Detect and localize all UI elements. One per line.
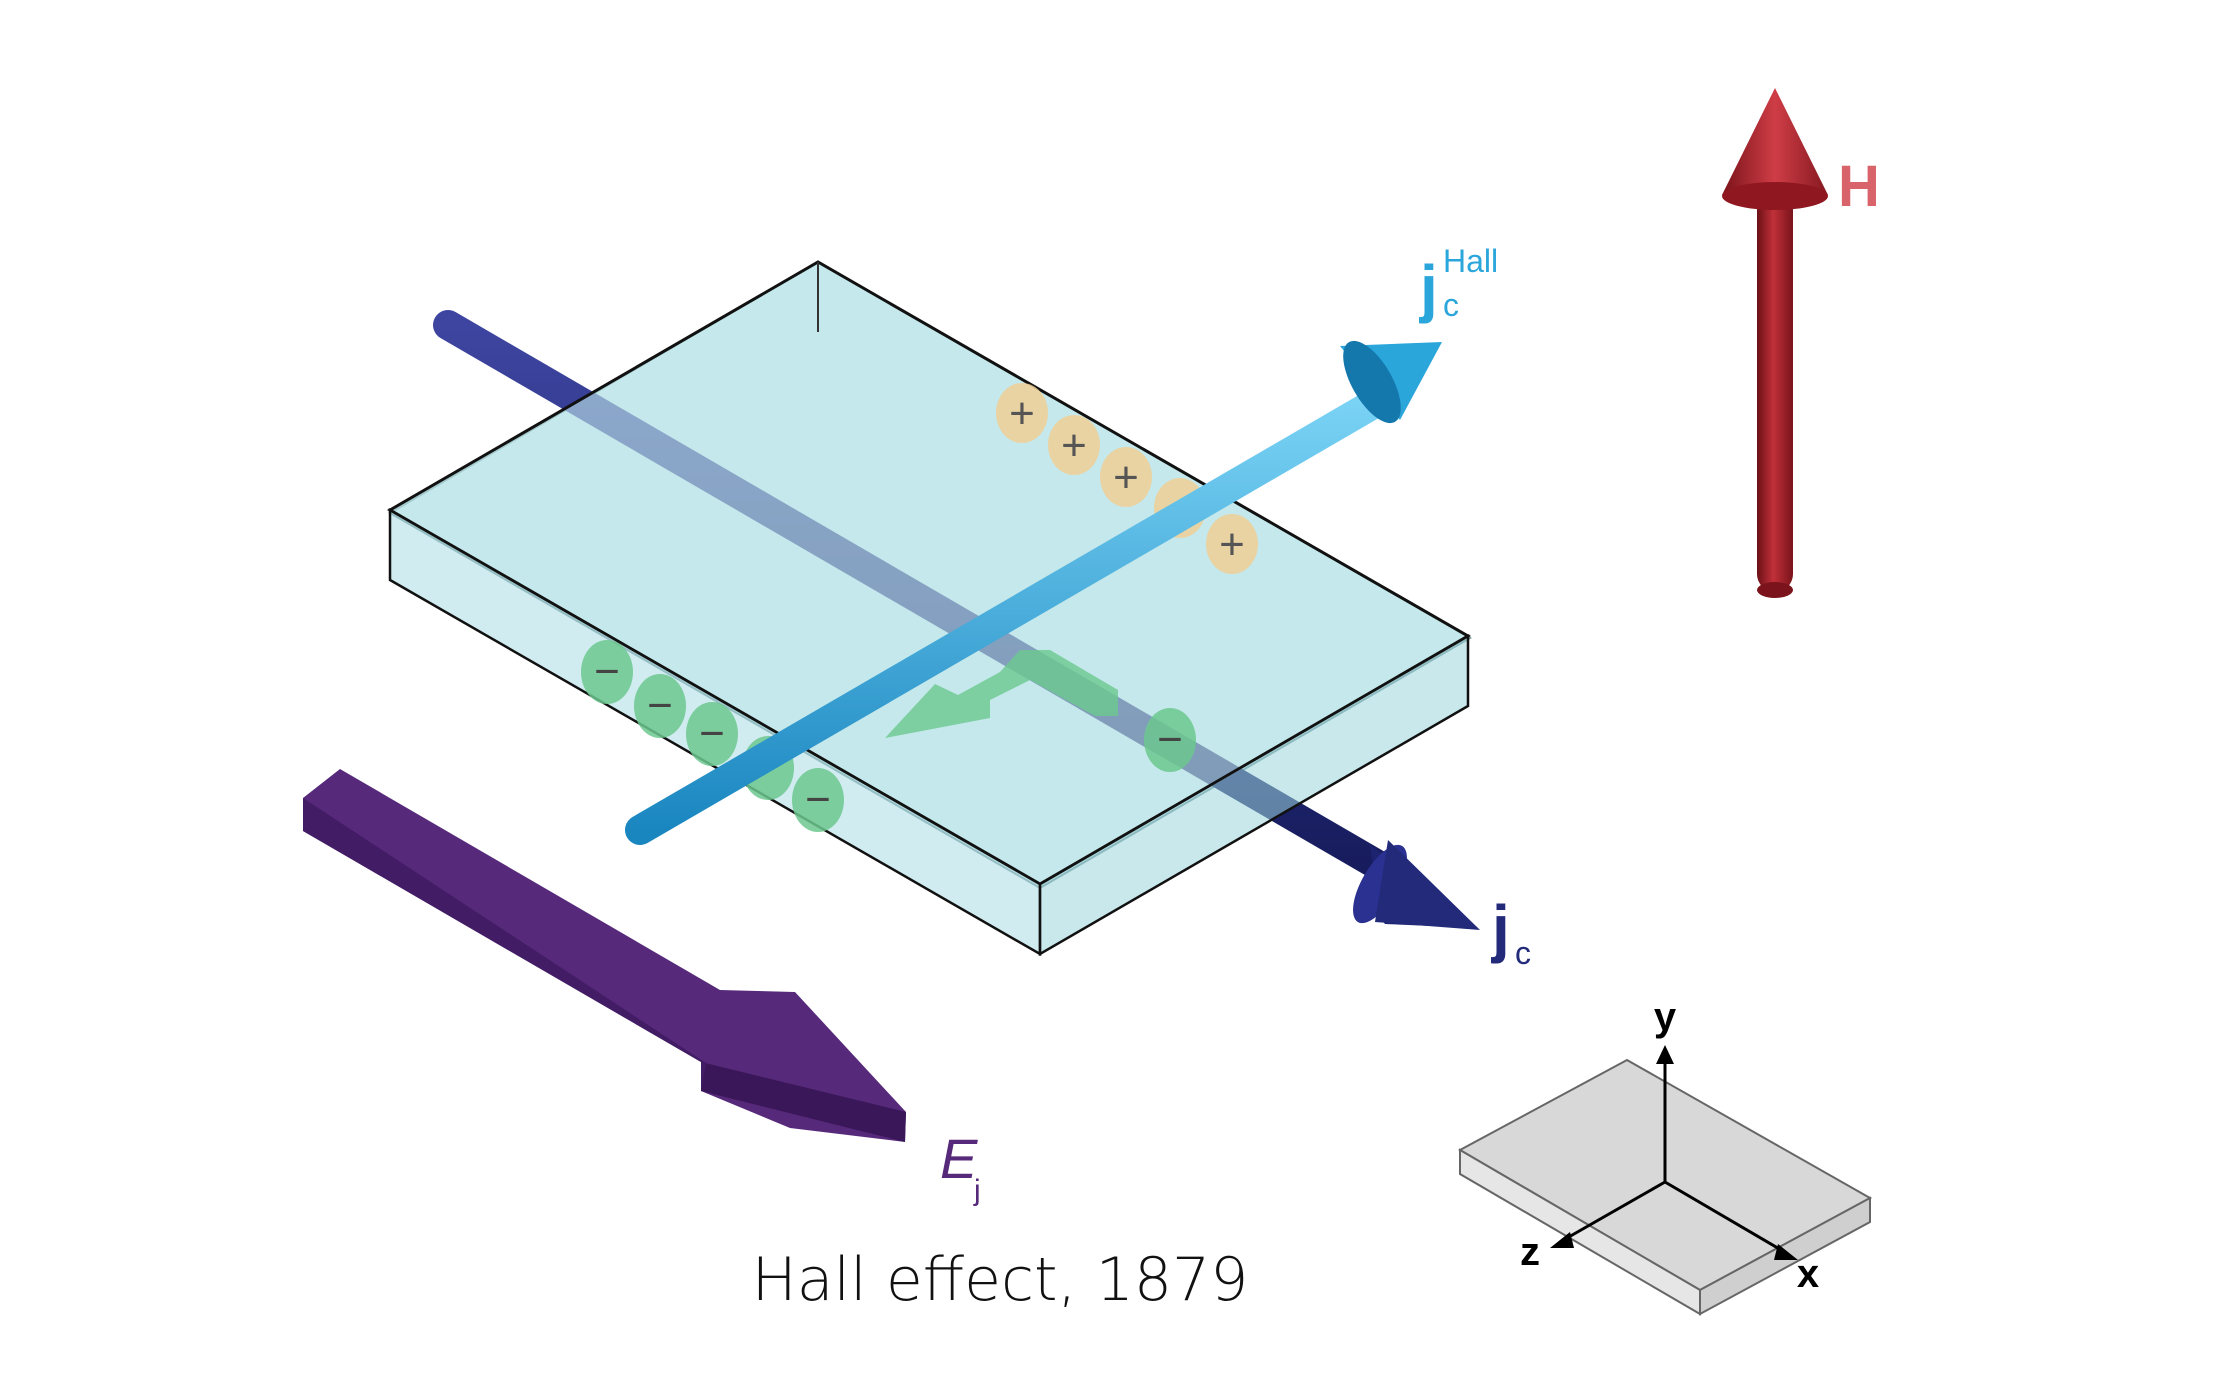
negative-charge: − bbox=[581, 640, 633, 704]
negative-charge: − bbox=[686, 702, 738, 766]
magnetic-field-label: H bbox=[1838, 154, 1880, 219]
electric-field-arrow bbox=[303, 769, 906, 1142]
y-axis-label: y bbox=[1654, 995, 1677, 1039]
slab bbox=[387, 260, 1471, 957]
svg-text:Hall: Hall bbox=[1443, 243, 1498, 279]
x-axis-label: x bbox=[1797, 1252, 1819, 1296]
negative-charge: − bbox=[1144, 708, 1196, 772]
svg-text:−: − bbox=[594, 647, 620, 696]
svg-text:+: + bbox=[1113, 453, 1139, 502]
svg-text:c: c bbox=[1515, 935, 1531, 971]
positive-charge: + bbox=[1048, 415, 1100, 475]
svg-text:j: j bbox=[1419, 252, 1438, 324]
svg-text:−: − bbox=[647, 681, 673, 730]
positive-charge: + bbox=[1206, 514, 1258, 574]
z-axis-label: z bbox=[1520, 1230, 1540, 1274]
svg-text:j: j bbox=[1491, 892, 1510, 964]
negative-charge: − bbox=[792, 768, 844, 832]
svg-text:−: − bbox=[1157, 715, 1183, 764]
electron-deflection-arrow bbox=[885, 650, 1118, 738]
charge-current-label: j c bbox=[1491, 892, 1531, 971]
axes-inset: y z x bbox=[1457, 995, 1873, 1316]
svg-text:E: E bbox=[940, 1127, 978, 1190]
figure-caption: Hall effect, 1879 bbox=[752, 1245, 1249, 1315]
svg-text:j: j bbox=[973, 1174, 981, 1207]
svg-text:+: + bbox=[1009, 389, 1035, 438]
svg-text:+: + bbox=[1061, 421, 1087, 470]
hall-current-arrow bbox=[625, 340, 1442, 845]
electric-field-label: E j bbox=[940, 1127, 981, 1207]
svg-text:c: c bbox=[1443, 287, 1459, 323]
magnetic-field-arrow bbox=[1722, 88, 1828, 598]
svg-text:−: − bbox=[805, 775, 831, 824]
svg-text:+: + bbox=[1219, 520, 1245, 569]
negative-charge: − bbox=[634, 674, 686, 738]
positive-charge: + bbox=[1100, 447, 1152, 507]
svg-text:−: − bbox=[699, 709, 725, 758]
hall-current-label: j c Hall bbox=[1419, 243, 1498, 324]
positive-charge: + bbox=[996, 383, 1048, 443]
